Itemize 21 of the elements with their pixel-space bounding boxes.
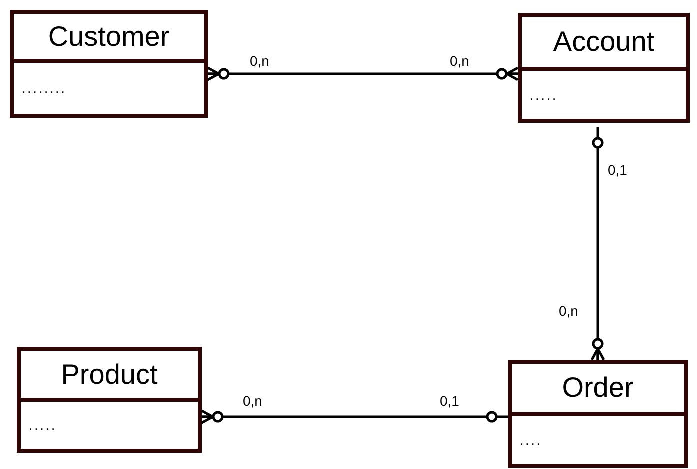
- cardinality-label: 0,n: [243, 394, 262, 408]
- entity-name: Order: [562, 374, 634, 402]
- attribute-field: ....: [520, 434, 542, 446]
- entity-box: [508, 360, 688, 468]
- entity-box: [518, 13, 690, 123]
- attribute-field: .....: [29, 419, 58, 432]
- relationship-line: [200, 410, 508, 424]
- attribute-field: ........: [22, 82, 67, 95]
- relationship-line: [590, 127, 606, 362]
- entity-name: Customer: [48, 22, 170, 50]
- cardinality-label: 0,1: [608, 163, 628, 177]
- cardinality-label: 0,n: [450, 54, 470, 68]
- attribute-field: .....: [530, 88, 558, 102]
- cardinality-label: 0,1: [440, 394, 460, 408]
- entity-box: [10, 10, 208, 118]
- relationship-line: [206, 66, 520, 82]
- entity-name: Account: [553, 28, 655, 56]
- cardinality-label: 0,n: [250, 54, 270, 68]
- entity-name: Product: [61, 360, 158, 388]
- cardinality-label: 0,n: [559, 304, 578, 318]
- entity-box: [17, 347, 202, 453]
